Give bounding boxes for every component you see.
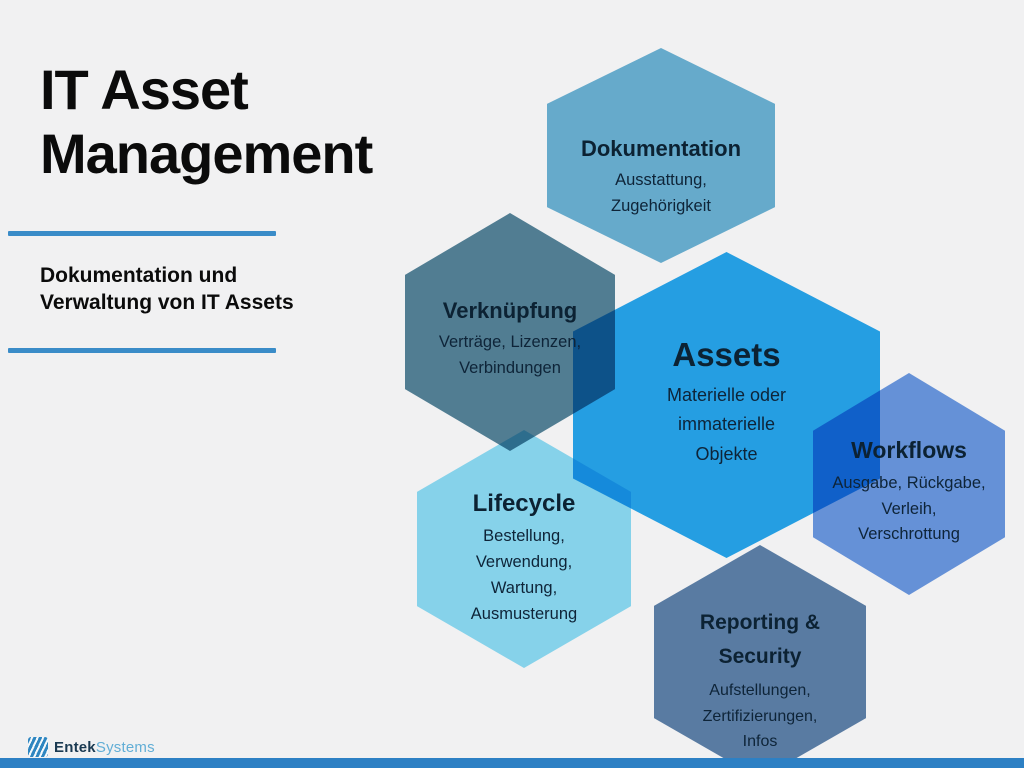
page-subtitle: Dokumentation und Verwaltung von IT Asse… [40,263,294,317]
page-subtitle-line2: Verwaltung von IT Assets [40,290,294,314]
accent-divider-top [8,231,276,236]
hexagon-dokumentation-line: Zugehörigkeit [611,197,711,216]
hexagon-dokumentation-content: Dokumentation Ausstattung, Zugehörigkeit [547,136,775,219]
hexagon-dokumentation-line: Ausstattung, [615,171,707,189]
page-title-line2: Management [40,121,373,185]
hexagon-assets-line: Objekte [695,443,758,464]
hexagon-reporting-line: Infos [742,733,778,751]
hexagon-workflows-line: Verschrottung [858,525,960,544]
brand-logo: EntekSystems [28,737,155,757]
hexagon-assets-body: Materielle oder immaterielle Objekte [573,381,880,469]
hexagon-lifecycle-line: Verwendung, [475,553,573,572]
page-title-line1: IT Asset [40,58,249,121]
brand-logo-icon [28,737,48,757]
hexagon-workflows-content: Workflows Ausgabe, Rückgabe, Verleih, Ve… [813,437,1005,548]
hexagon-reporting-body: Aufstellungen, Zertifizierungen, Infos [654,678,866,755]
brand-name-light: Systems [95,738,155,756]
hexagon-verknuepfung-line: Verträge, Lizenzen, [438,333,582,351]
hexagon-lifecycle-content: Lifecycle Bestellung, Verwendung, Wartun… [417,490,631,627]
hexagon-workflows-line: Ausgabe, Rückgabe, [832,474,986,492]
hexagon-lifecycle-body: Bestellung, Verwendung, Wartung, Ausmust… [417,523,631,627]
hexagon-verknuepfung-line: Verbindungen [459,359,561,378]
hexagon-lifecycle-line: Bestellung, [483,527,565,545]
hexagon-verknuepfung-body: Verträge, Lizenzen, Verbindungen [405,329,615,381]
hexagon-lifecycle-line: Wartung, [490,579,558,598]
hexagon-verknuepfung-content: Verknüpfung Verträge, Lizenzen, Verbindu… [405,298,615,381]
hexagon-lifecycle-title: Lifecycle [472,490,576,517]
hexagon-reporting-line: Zertifizierungen, [702,707,818,725]
hexagon-workflows-line: Verleih, [881,499,937,518]
page-title: IT Asset Management [40,58,373,186]
hexagon-assets-content: Assets Materielle oder immaterielle Obje… [573,336,880,469]
hexagon-reporting-title: Reporting & Security [699,611,821,668]
hexagon-dokumentation-title: Dokumentation [580,136,742,161]
bottom-accent-bar [0,758,1024,768]
page-subtitle-line1: Dokumentation und [40,264,238,287]
brand-logo-text: EntekSystems [54,739,155,756]
hexagon-dokumentation-body: Ausstattung, Zugehörigkeit [547,167,775,219]
hexagon-lifecycle-line: Ausmusterung [470,605,578,624]
hexagon-assets-title: Assets [672,336,781,373]
hexagon-workflows-title: Workflows [851,437,967,463]
hexagon-assets-line: Materielle oder [666,385,787,405]
brand-name-bold: Entek [54,738,96,756]
hexagon-reporting-content: Reporting & Security Aufstellungen, Zert… [654,606,866,755]
hexagon-workflows-body: Ausgabe, Rückgabe, Verleih, Verschrottun… [813,471,1005,548]
hexagon-assets-line: immaterielle [677,414,776,435]
hexagon-reporting-line: Aufstellungen, [709,682,811,700]
hexagon-verknuepfung-title: Verknüpfung [442,298,578,323]
accent-divider-bottom [8,348,276,353]
